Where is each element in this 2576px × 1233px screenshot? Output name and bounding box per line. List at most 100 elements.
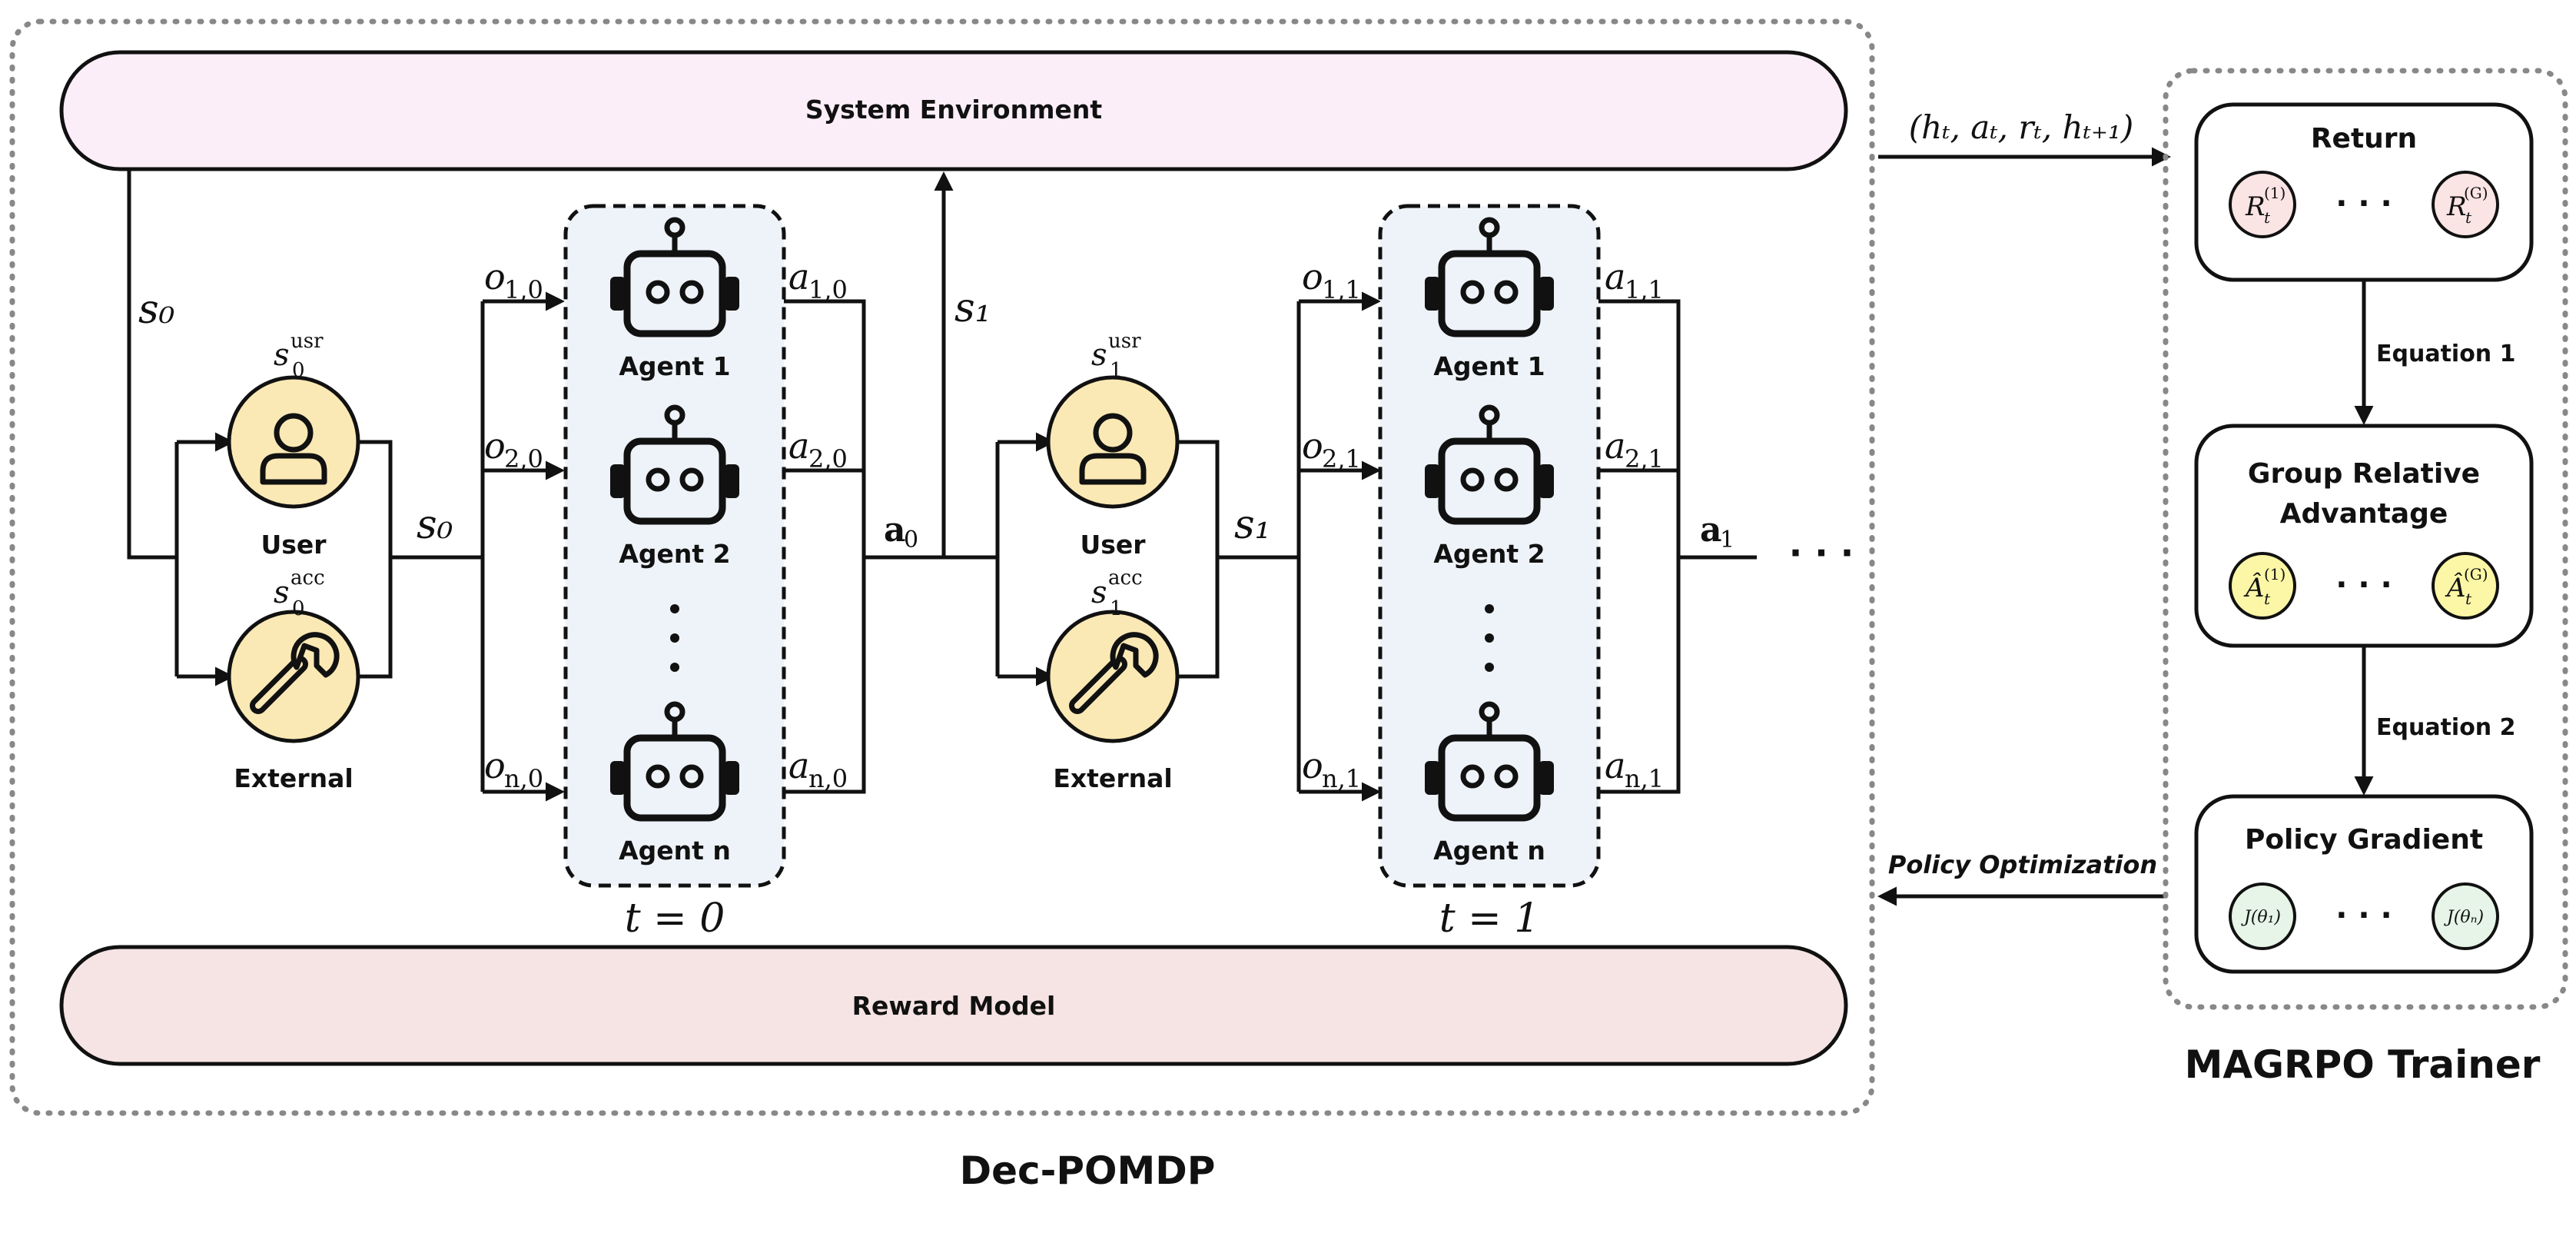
trainer-border bbox=[2163, 68, 2568, 1010]
obs-2-1: o2,1 bbox=[1302, 425, 1361, 474]
s0-label-left: s₀ bbox=[138, 287, 175, 333]
dec-pomdp-title: Dec-POMDP bbox=[960, 1148, 1216, 1193]
pg-first-label: J(θ₁) bbox=[2241, 908, 2281, 927]
svg-text:1,0: 1,0 bbox=[808, 275, 848, 304]
act-1-1: a1,1 bbox=[1605, 256, 1664, 304]
svg-text:n,1: n,1 bbox=[1625, 764, 1664, 793]
continuation-ellipsis: · · · bbox=[1789, 532, 1854, 573]
svg-text:s: s bbox=[1091, 337, 1107, 373]
agents-panel-1 bbox=[1378, 204, 1601, 888]
svg-text:s: s bbox=[274, 575, 290, 610]
svg-text:o: o bbox=[484, 256, 506, 297]
equation1-label: Equation 1 bbox=[2376, 341, 2515, 367]
external-label-0: External bbox=[234, 763, 353, 793]
act-2-1: a2,1 bbox=[1605, 425, 1664, 474]
external-state-0: s 0 acc bbox=[274, 567, 325, 620]
svg-text:2,0: 2,0 bbox=[808, 444, 848, 474]
vertical-ellipsis bbox=[670, 604, 679, 672]
user-circle-1 bbox=[1046, 375, 1180, 509]
agent-1-label-0: Agent 1 bbox=[619, 351, 730, 381]
svg-text:a: a bbox=[1700, 510, 1722, 550]
vertical-ellipsis bbox=[1485, 604, 1494, 672]
system-environment-label: System Environment bbox=[805, 95, 1103, 125]
svg-text:Â: Â bbox=[2243, 572, 2265, 603]
user-label-0: User bbox=[261, 530, 327, 560]
advantage-circle-last bbox=[2432, 552, 2499, 620]
pg-circle-first bbox=[2229, 882, 2296, 950]
return-ellipsis: · · · bbox=[2335, 186, 2392, 221]
obs-1-0: o1,0 bbox=[484, 256, 543, 304]
svg-text:a: a bbox=[1605, 425, 1625, 467]
svg-text:s: s bbox=[1091, 575, 1107, 610]
svg-text:n,0: n,0 bbox=[504, 764, 543, 793]
return-circle-first bbox=[2229, 171, 2296, 238]
svg-text:a: a bbox=[884, 510, 906, 550]
svg-text:usr: usr bbox=[1108, 330, 1141, 353]
agent-n-label-0: Agent n bbox=[619, 836, 731, 866]
advantage-first-label: Â t (1) bbox=[2243, 565, 2286, 608]
step-0: s₀ User s 0 usr External s 0 acc s₀ o1, bbox=[127, 169, 998, 942]
policy-optimization-label: Policy Optimization bbox=[1888, 850, 2157, 879]
return-title: Return bbox=[2311, 123, 2417, 155]
time-0: t = 0 bbox=[625, 896, 725, 942]
advantage-ellipsis: · · · bbox=[2335, 567, 2392, 603]
svg-text:t: t bbox=[2465, 590, 2472, 608]
svg-text:2,1: 2,1 bbox=[1322, 444, 1361, 474]
advantage-last-label: Â t (G) bbox=[2445, 565, 2488, 608]
return-last-label: R t (G) bbox=[2446, 184, 2488, 227]
svg-text:1,1: 1,1 bbox=[1625, 275, 1664, 304]
svg-text:n,1: n,1 bbox=[1322, 764, 1361, 793]
obs-n-0: on,0 bbox=[484, 745, 543, 793]
time-1: t = 1 bbox=[1439, 896, 1540, 942]
obs-n-1: on,1 bbox=[1302, 745, 1361, 793]
user-label-1: User bbox=[1080, 530, 1146, 560]
act-n-0: an,0 bbox=[788, 745, 848, 793]
svg-text:t: t bbox=[2264, 208, 2271, 227]
agent-n-label-1: Agent n bbox=[1433, 836, 1545, 866]
svg-text:1: 1 bbox=[1720, 527, 1734, 553]
pg-circle-last bbox=[2432, 882, 2499, 950]
svg-text:o: o bbox=[1302, 745, 1323, 786]
svg-text:(G): (G) bbox=[2464, 184, 2488, 202]
advantage-title-1: Group Relative bbox=[2248, 458, 2480, 490]
svg-text:R: R bbox=[2446, 191, 2467, 222]
svg-text:a: a bbox=[788, 745, 809, 786]
svg-text:n,0: n,0 bbox=[808, 764, 848, 793]
svg-text:(1): (1) bbox=[2264, 184, 2286, 202]
act-2-0: a2,0 bbox=[788, 425, 848, 474]
external-state-1: s 1 acc bbox=[1091, 567, 1143, 620]
reward-model-box bbox=[59, 945, 1848, 1066]
agents-panel-0 bbox=[563, 204, 786, 888]
advantage-title-2: Advantage bbox=[2280, 498, 2448, 530]
user-circle-0 bbox=[227, 375, 360, 509]
agent-2-label-0: Agent 2 bbox=[619, 539, 730, 569]
external-label-1: External bbox=[1053, 763, 1172, 793]
svg-text:(1): (1) bbox=[2264, 565, 2286, 583]
joint-action-0: a0 bbox=[884, 510, 918, 553]
obs-1-1: o1,1 bbox=[1302, 256, 1361, 304]
svg-text:0: 0 bbox=[292, 359, 305, 382]
pg-ellipsis: · · · bbox=[2335, 898, 2392, 933]
svg-text:usr: usr bbox=[290, 330, 324, 353]
svg-text:0: 0 bbox=[292, 597, 305, 620]
s0-label-mid: s₀ bbox=[417, 502, 453, 548]
user-state-0: s 0 usr bbox=[274, 330, 324, 382]
svg-text:a: a bbox=[1605, 745, 1625, 786]
svg-text:1: 1 bbox=[1110, 359, 1123, 382]
svg-text:1: 1 bbox=[1110, 597, 1123, 620]
return-circle-last bbox=[2432, 171, 2499, 238]
advantage-circle-first bbox=[2229, 552, 2296, 620]
return-first-label: R t (1) bbox=[2245, 184, 2286, 227]
svg-text:2,1: 2,1 bbox=[1625, 444, 1664, 474]
s1-label-mid: s₁ bbox=[1234, 502, 1271, 548]
equation2-label: Equation 2 bbox=[2376, 714, 2515, 741]
svg-text:o: o bbox=[484, 425, 506, 467]
pg-last-label: J(θₙ) bbox=[2444, 908, 2484, 927]
joint-action-1: a1 bbox=[1700, 510, 1734, 553]
act-n-1: an,1 bbox=[1605, 745, 1664, 793]
svg-text:1,1: 1,1 bbox=[1322, 275, 1361, 304]
svg-text:t: t bbox=[2264, 590, 2271, 608]
act-1-0: a1,0 bbox=[788, 256, 848, 304]
policy-gradient-title: Policy Gradient bbox=[2245, 824, 2483, 856]
